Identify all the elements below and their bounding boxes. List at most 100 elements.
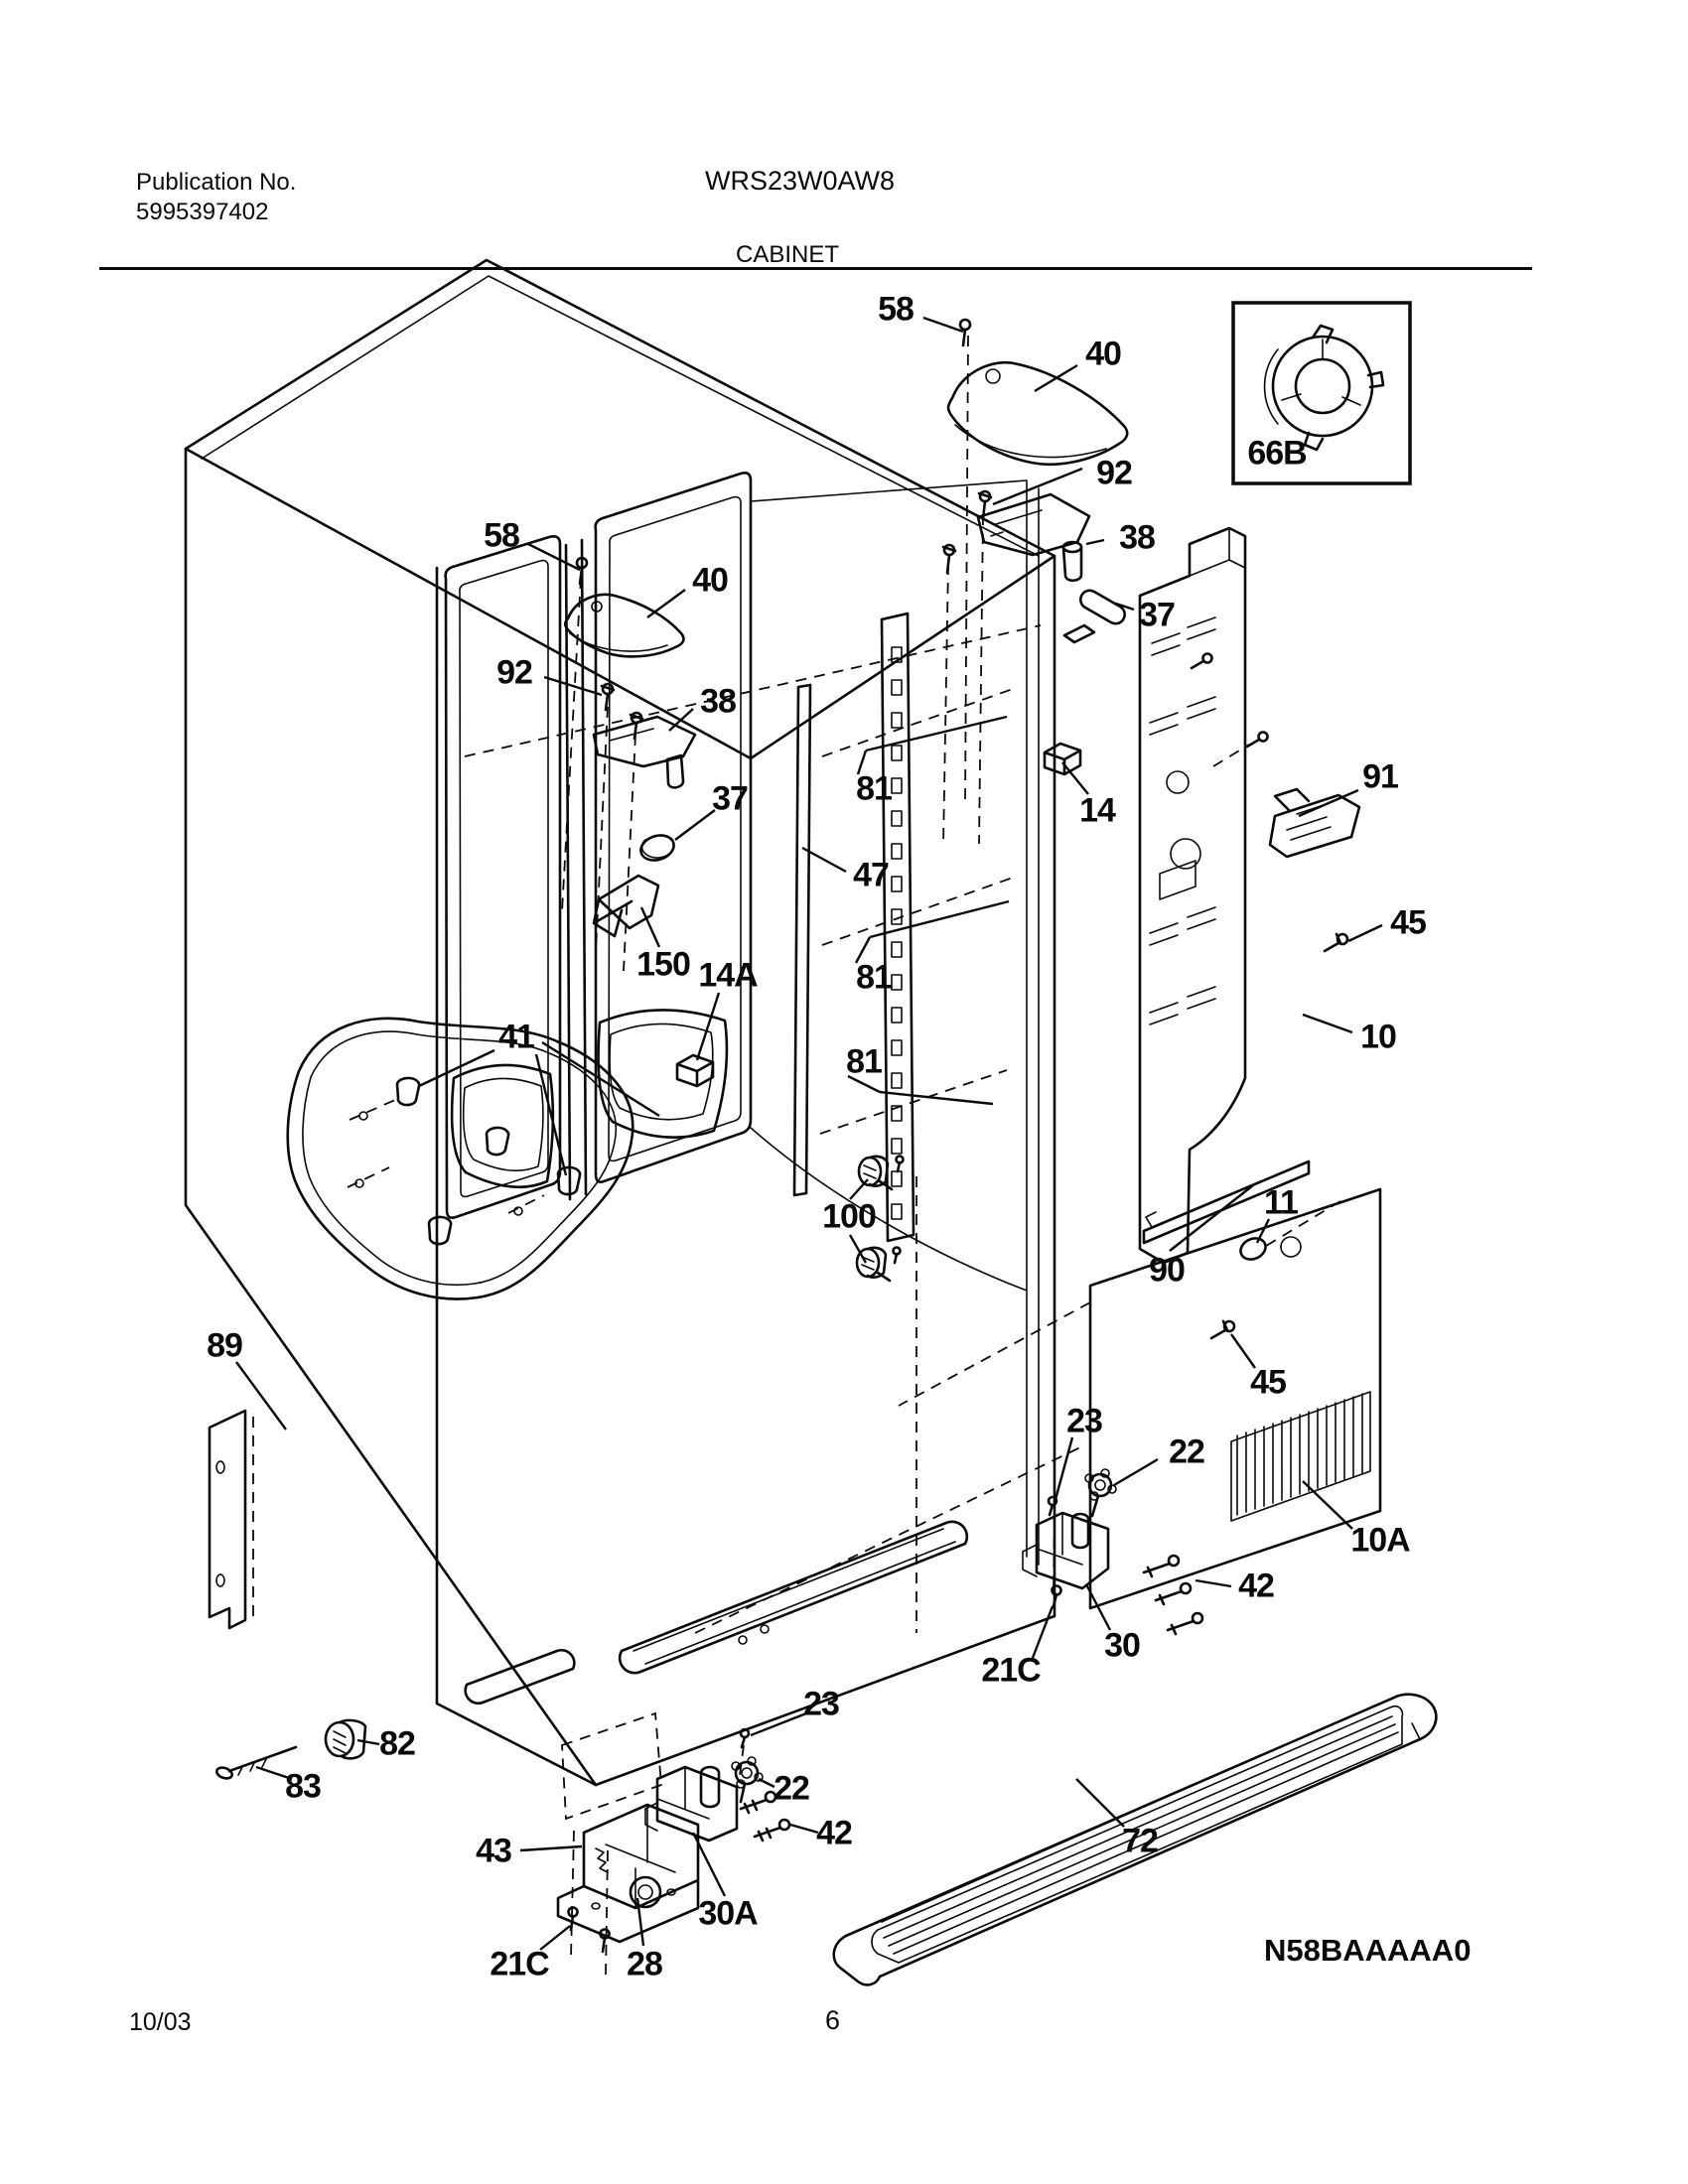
part-label-45: 45 bbox=[1390, 903, 1427, 942]
part-label-58: 58 bbox=[878, 290, 914, 329]
leader-line bbox=[789, 1823, 819, 1835]
leader-line bbox=[1061, 761, 1089, 795]
part-label-21C: 21C bbox=[981, 1651, 1041, 1690]
part-label-81: 81 bbox=[846, 1042, 883, 1081]
leader-line bbox=[801, 846, 847, 874]
projection-lines bbox=[252, 335, 1341, 1979]
part-label-38: 38 bbox=[1119, 518, 1156, 557]
leader-line bbox=[1034, 363, 1078, 393]
leader-line bbox=[1075, 1778, 1125, 1828]
part-label-58: 58 bbox=[484, 516, 520, 555]
part-label-91: 91 bbox=[1362, 757, 1399, 796]
part-label-42: 42 bbox=[1238, 1567, 1275, 1605]
part-label-42: 42 bbox=[816, 1814, 853, 1852]
leader-line bbox=[668, 708, 694, 732]
part-label-92: 92 bbox=[496, 653, 533, 692]
part-label-30A: 30A bbox=[698, 1894, 758, 1933]
leader-line bbox=[1195, 1578, 1232, 1588]
leader-line bbox=[849, 1178, 869, 1200]
leader-line bbox=[639, 906, 661, 948]
side-panel-roller bbox=[208, 1409, 367, 1780]
leader-line bbox=[848, 1234, 868, 1264]
leader-line bbox=[646, 589, 686, 618]
bottom-hinge-parts bbox=[556, 1468, 1117, 1944]
part-label-14A: 14A bbox=[698, 956, 758, 995]
leader-line bbox=[418, 1048, 495, 1088]
part-label-89: 89 bbox=[207, 1326, 243, 1365]
part-label-22: 22 bbox=[774, 1769, 810, 1808]
leader-line bbox=[758, 1777, 775, 1789]
leader-line bbox=[695, 992, 721, 1061]
part-label-11: 11 bbox=[1264, 1183, 1299, 1222]
part-label-23: 23 bbox=[1066, 1402, 1103, 1440]
part-label-66B: 66B bbox=[1247, 434, 1307, 473]
part-label-81: 81 bbox=[856, 769, 893, 808]
leader-line bbox=[1113, 1457, 1159, 1487]
leader-line bbox=[1302, 1013, 1353, 1034]
part-label-150: 150 bbox=[636, 945, 691, 984]
part-label-45: 45 bbox=[1250, 1363, 1287, 1402]
leader-lines bbox=[235, 316, 1383, 1951]
part-label-92: 92 bbox=[1096, 454, 1133, 492]
part-label-43: 43 bbox=[476, 1832, 512, 1870]
part-label-10A: 10A bbox=[1350, 1521, 1410, 1560]
leader-line bbox=[1298, 788, 1359, 818]
leader-line bbox=[235, 1361, 287, 1431]
part-label-23: 23 bbox=[803, 1685, 840, 1723]
leader-line bbox=[1302, 1480, 1353, 1530]
part-label-47: 47 bbox=[853, 856, 890, 894]
part-label-14: 14 bbox=[1079, 791, 1116, 830]
air-duct-panel bbox=[1138, 526, 1311, 1265]
part-label-28: 28 bbox=[627, 1945, 663, 1983]
shelf-rails bbox=[792, 612, 915, 1243]
model-number: WRS23W0AW8 bbox=[705, 166, 896, 196]
part-label-10: 10 bbox=[1360, 1018, 1397, 1056]
part-label-41: 41 bbox=[498, 1018, 535, 1056]
part-label-72: 72 bbox=[1122, 1822, 1159, 1860]
leader-line bbox=[691, 1832, 727, 1897]
leader-line bbox=[1115, 602, 1135, 612]
door-rollers bbox=[855, 1155, 894, 1283]
leader-line bbox=[539, 1925, 571, 1951]
part-label-37: 37 bbox=[1139, 596, 1176, 634]
leader-line bbox=[1169, 1184, 1254, 1252]
leader-line bbox=[1085, 538, 1105, 546]
leader-line bbox=[635, 1897, 645, 1947]
part-label-30: 30 bbox=[1104, 1626, 1141, 1665]
part-label-22: 22 bbox=[1169, 1433, 1205, 1471]
part-label-40: 40 bbox=[692, 561, 729, 600]
revision-date: 10/03 bbox=[129, 2008, 192, 2036]
part-label-38: 38 bbox=[700, 682, 737, 721]
leader-line bbox=[543, 675, 603, 697]
leader-line bbox=[1230, 1333, 1256, 1369]
part-label-37: 37 bbox=[712, 779, 749, 818]
publication-label: Publication No. bbox=[136, 169, 297, 196]
lower-back-cover bbox=[1088, 1187, 1382, 1610]
part-label-82: 82 bbox=[379, 1724, 416, 1763]
leader-line bbox=[1347, 923, 1383, 943]
leader-line bbox=[519, 1844, 583, 1852]
leader-line bbox=[674, 809, 716, 841]
leader-line bbox=[1053, 1436, 1074, 1504]
toe-grille bbox=[832, 1693, 1438, 1986]
leader-line bbox=[1031, 1605, 1055, 1659]
diagram-code: N58BAAAAA0 bbox=[1264, 1933, 1472, 1968]
leader-line bbox=[922, 316, 964, 334]
leader-line bbox=[856, 750, 868, 775]
part-label-21C: 21C bbox=[490, 1945, 549, 1983]
leader-line bbox=[854, 936, 872, 964]
insulation-pad bbox=[286, 1017, 634, 1300]
part-label-90: 90 bbox=[1149, 1251, 1186, 1290]
hinge-parts bbox=[563, 360, 1129, 862]
section-title: CABINET bbox=[736, 241, 840, 268]
cabinet-line-art bbox=[184, 258, 1096, 1787]
leader-line bbox=[847, 1074, 881, 1094]
clip-parts bbox=[592, 742, 1361, 1088]
leader-line bbox=[255, 1765, 293, 1781]
leader-line bbox=[865, 715, 1008, 752]
leader-line bbox=[750, 1711, 807, 1737]
leader-line bbox=[879, 1090, 994, 1106]
page-number: 6 bbox=[825, 2005, 841, 2035]
